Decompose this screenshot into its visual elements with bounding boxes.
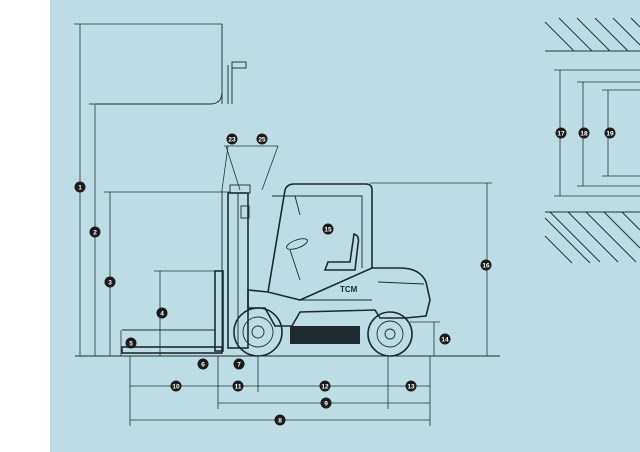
callout-14: 14	[439, 333, 451, 345]
mast-assembly	[221, 184, 251, 349]
callout-15: 15	[322, 223, 334, 235]
svg-text:2: 2	[93, 229, 97, 236]
tilt-angle-indicator	[221, 145, 279, 191]
callout-6: 6	[197, 358, 209, 370]
svg-text:7: 7	[237, 361, 241, 368]
svg-text:4: 4	[160, 310, 164, 317]
svg-text:1: 1	[78, 184, 82, 191]
svg-text:23: 23	[228, 136, 236, 143]
svg-text:17: 17	[557, 130, 565, 137]
svg-text:16: 16	[482, 262, 490, 269]
callout-10: 10	[170, 380, 182, 392]
svg-text:10: 10	[172, 383, 180, 390]
hatched-wall-top	[544, 17, 640, 52]
front-wheel	[233, 307, 283, 357]
callout-13: 13	[405, 380, 417, 392]
blueprint-sheet	[50, 0, 640, 452]
callout-25: 25	[256, 133, 268, 145]
callout-17: 17	[555, 127, 567, 139]
rear-wheel	[367, 311, 413, 357]
svg-text:14: 14	[441, 336, 449, 343]
svg-text:18: 18	[580, 130, 588, 137]
callout-12: 12	[319, 380, 331, 392]
operator-seat	[323, 232, 360, 271]
callout-9: 9	[320, 397, 332, 409]
svg-text:25: 25	[258, 136, 266, 143]
brand-logo: TCM	[340, 285, 358, 294]
steering-wheel	[286, 238, 308, 281]
callout-18: 18	[578, 127, 590, 139]
svg-text:19: 19	[606, 130, 614, 137]
svg-text:6: 6	[201, 361, 205, 368]
fork	[121, 270, 224, 354]
aisle-width-diagram	[544, 17, 640, 264]
svg-text:12: 12	[321, 383, 329, 390]
callout-2: 2	[89, 226, 101, 238]
callout-19: 19	[604, 127, 616, 139]
callout-23: 23	[226, 133, 238, 145]
svg-text:13: 13	[407, 383, 415, 390]
callout-11: 11	[232, 380, 244, 392]
callout-7: 7	[233, 358, 245, 370]
svg-text:11: 11	[235, 383, 242, 390]
callout-4: 4	[156, 307, 168, 319]
callout-5: 5	[125, 337, 137, 349]
callout-1: 1	[74, 181, 86, 193]
callout-8: 8	[274, 414, 286, 426]
callout-16: 16	[480, 259, 492, 271]
raised-mast-carriage	[96, 24, 247, 105]
svg-text:5: 5	[129, 340, 133, 347]
callout-3: 3	[104, 276, 116, 288]
svg-text:3: 3	[108, 279, 112, 286]
overhead-guard	[267, 183, 373, 293]
svg-text:9: 9	[324, 400, 328, 407]
svg-text:8: 8	[278, 417, 282, 424]
svg-text:15: 15	[324, 226, 332, 233]
truck-body	[247, 267, 431, 344]
hatched-wall-bottom	[544, 211, 640, 264]
